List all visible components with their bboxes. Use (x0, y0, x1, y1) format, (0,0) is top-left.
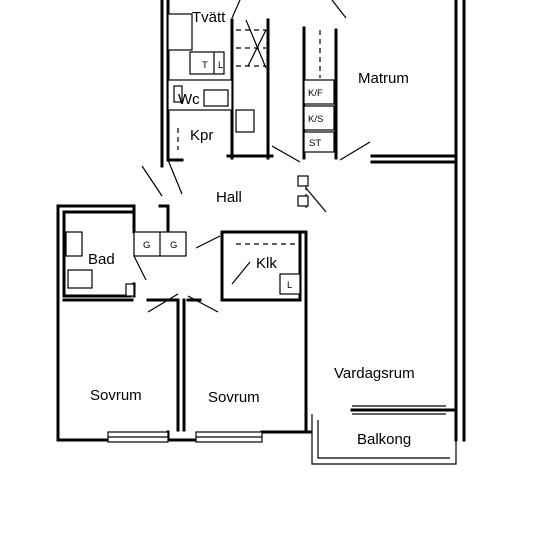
kitchen-fixtures (303, 30, 335, 153)
dryer-t-label: T (202, 60, 208, 71)
dryer-l-label: L (218, 60, 223, 71)
room-label-master: Matrum (358, 70, 409, 87)
room-label-hall: Hall (216, 189, 242, 206)
fridge-label: K/F (308, 88, 323, 99)
room-label-closet: Kpr (190, 127, 213, 144)
room-label-living: Vardagsrum (334, 365, 415, 382)
room-label-bedroom-2: Sovrum (208, 389, 260, 406)
room-label-bedroom-1: Sovrum (90, 387, 142, 404)
meter-2-label: G (170, 240, 177, 251)
hall-fixtures (133, 175, 309, 257)
stove-label: ST (309, 138, 321, 149)
room-label-wardrobe: Klk (256, 255, 277, 272)
room-label-laundry: Tvätt (192, 9, 226, 26)
room-label-bath: Bad (88, 251, 115, 268)
wc-fixtures (167, 79, 255, 133)
bath-fixtures (65, 231, 135, 297)
room-label-wc: Wc (178, 91, 200, 108)
windows (107, 431, 263, 443)
meter-1-label: G (143, 240, 150, 251)
wardrobe-l-label: L (287, 280, 292, 291)
freezer-label: K/S (308, 114, 323, 125)
room-label-balcony: Balkong (357, 431, 411, 448)
wardrobe-fixtures (279, 273, 301, 295)
laundry-fixtures (167, 13, 267, 75)
